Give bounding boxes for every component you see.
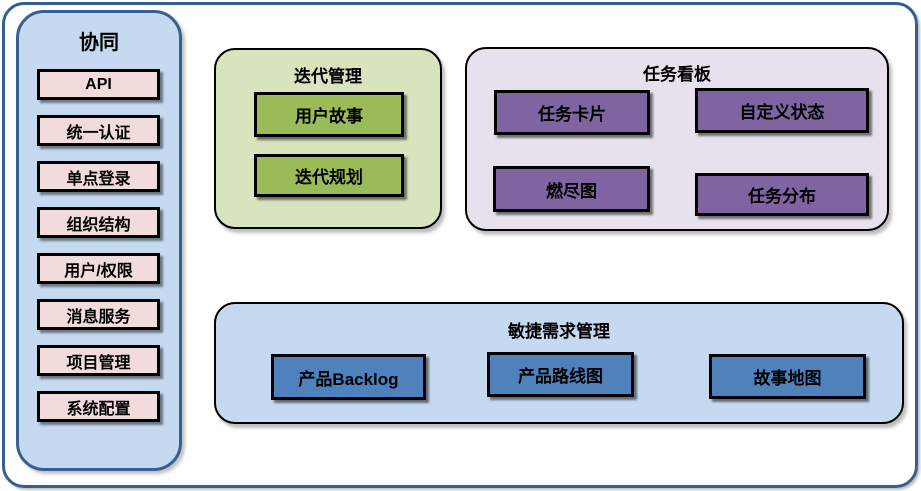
sidebar-item-list: API 统一认证 单点登录 组织结构 用户/权限 消息服务 项目管理 系统配置 <box>37 69 160 422</box>
block-custom-status: 自定义状态 <box>695 88 869 133</box>
group-agile-requirements-title: 敏捷需求管理 <box>508 322 610 341</box>
block-task-card: 任务卡片 <box>494 90 650 135</box>
sidebar-collaboration: 协同 API 统一认证 单点登录 组织结构 用户/权限 消息服务 项目管理 系统… <box>16 10 182 471</box>
sidebar-item-user-permission: 用户/权限 <box>37 253 160 284</box>
sidebar-item-unified-auth: 统一认证 <box>37 115 160 146</box>
sidebar-item-api: API <box>37 69 160 100</box>
block-product-roadmap: 产品路线图 <box>487 352 634 397</box>
group-iteration-title: 迭代管理 <box>294 67 362 86</box>
sidebar-item-system-config: 系统配置 <box>37 391 160 422</box>
sidebar-item-org-structure: 组织结构 <box>37 207 160 238</box>
block-product-backlog: 产品Backlog <box>271 354 426 400</box>
block-story-map: 故事地图 <box>709 354 866 399</box>
block-sprint-planning: 迭代规划 <box>254 154 404 197</box>
block-user-story: 用户故事 <box>254 92 404 137</box>
group-task-board-title: 任务看板 <box>643 65 711 84</box>
sidebar-item-message-service: 消息服务 <box>37 299 160 330</box>
group-agile-requirements: 敏捷需求管理 产品Backlog 产品路线图 故事地图 <box>214 302 904 424</box>
sidebar-item-sso: 单点登录 <box>37 161 160 192</box>
group-iteration-management: 迭代管理 用户故事 迭代规划 <box>214 48 442 229</box>
sidebar-item-project-mgmt: 项目管理 <box>37 345 160 376</box>
block-burndown-chart: 燃尽图 <box>493 166 650 212</box>
sidebar-title: 协同 <box>79 32 119 54</box>
block-task-distribution: 任务分布 <box>695 173 869 216</box>
group-task-board: 任务看板 任务卡片 自定义状态 燃尽图 任务分布 <box>465 47 889 231</box>
